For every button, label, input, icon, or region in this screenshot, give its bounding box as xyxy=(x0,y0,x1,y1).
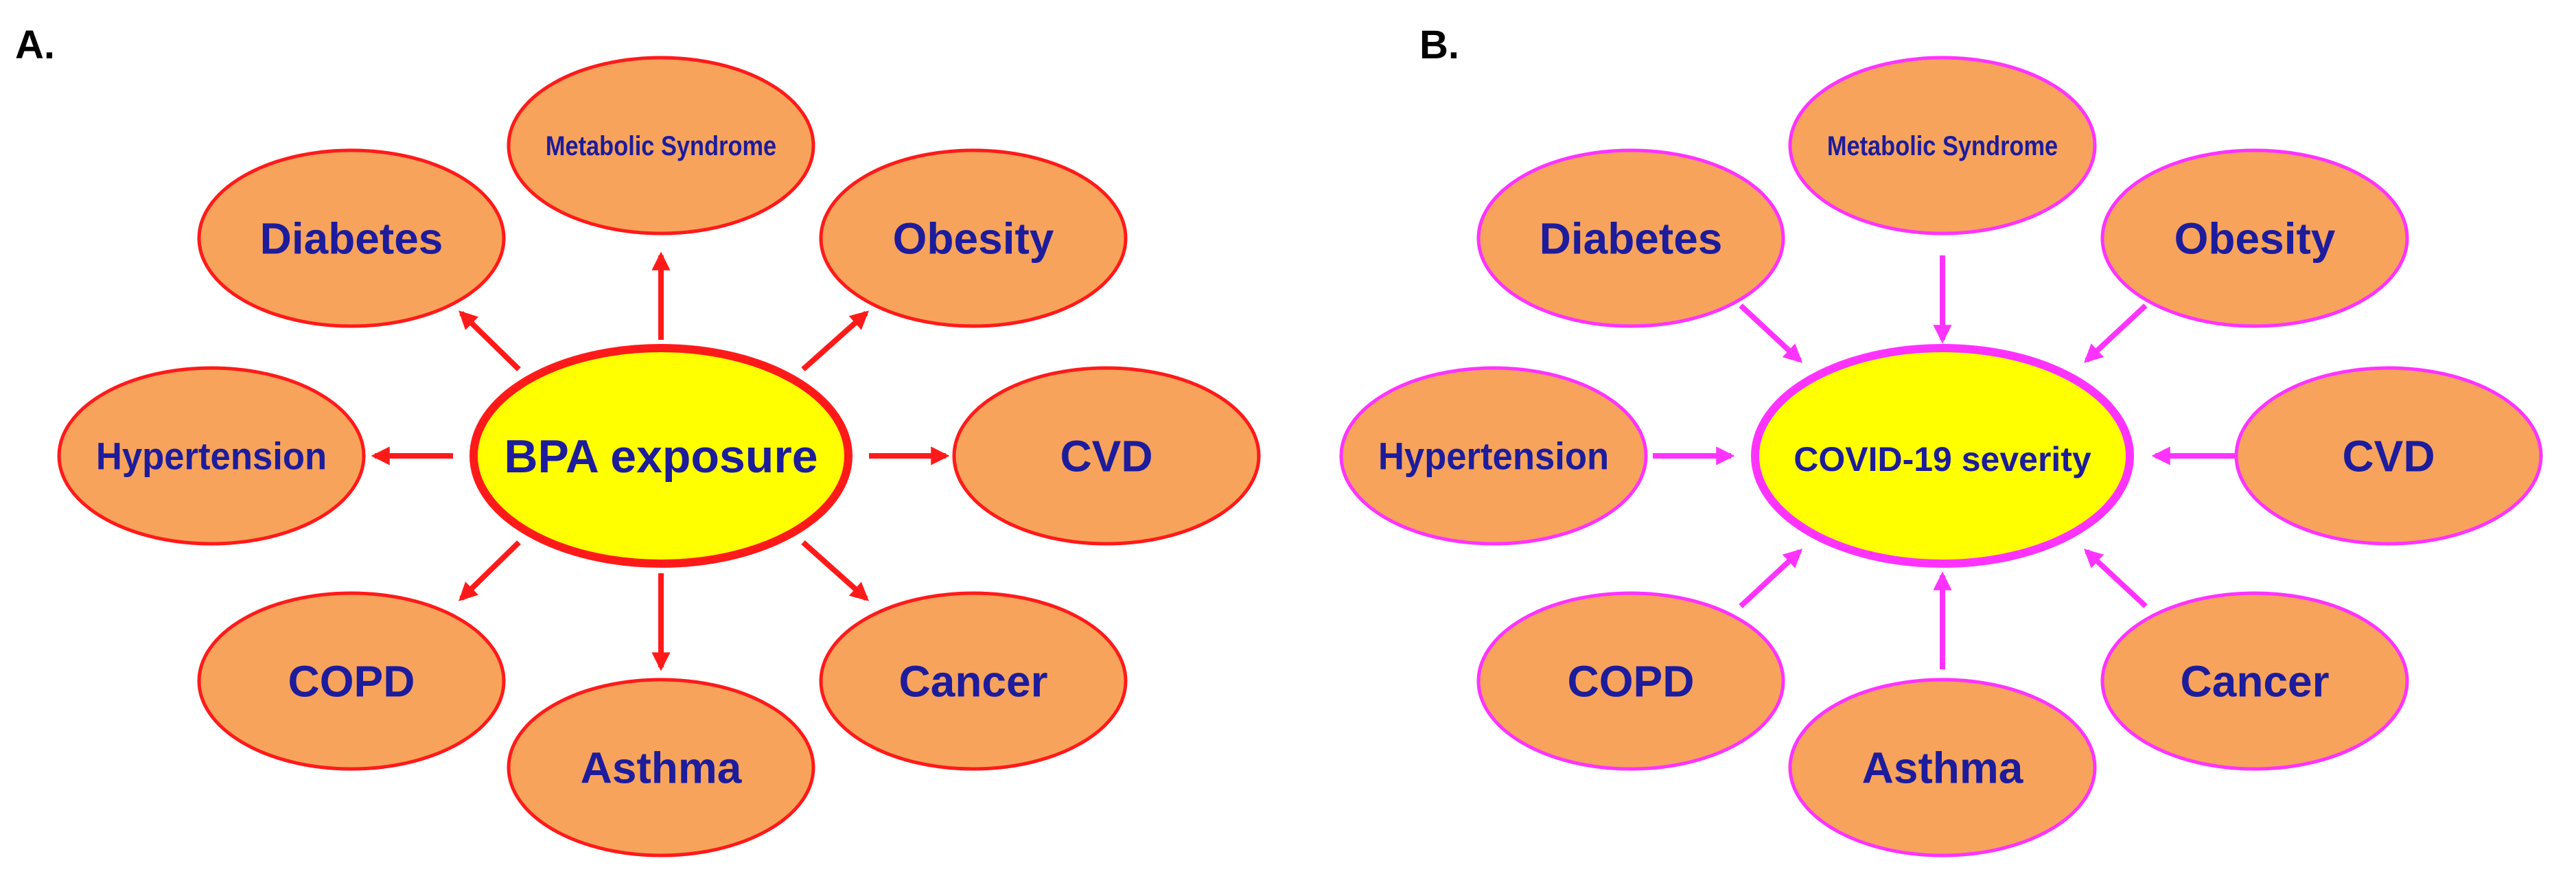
center-ellipse xyxy=(469,344,852,568)
node-label: Asthma xyxy=(1862,743,2023,792)
panel-b-label: B. xyxy=(1419,23,1459,67)
arrow-outward-6 xyxy=(459,540,521,601)
node-obesity: Obesity xyxy=(2100,148,2409,328)
arrow-inward-6 xyxy=(1739,549,1802,608)
node-ellipse xyxy=(2100,148,2409,328)
node-copd: COPD xyxy=(197,591,506,771)
node-hypertension: Hypertension xyxy=(1339,366,1648,546)
node-label: CVD xyxy=(1060,431,1152,481)
node-label: COPD xyxy=(1568,656,1695,706)
arrow-outward-4 xyxy=(801,540,870,601)
node-ellipse xyxy=(1339,366,1648,546)
node-obesity: Obesity xyxy=(819,148,1128,328)
node-ellipse xyxy=(1476,591,1785,771)
arrow-inward-4 xyxy=(2084,549,2148,608)
node-label: Diabetes xyxy=(1540,214,1723,263)
node-diabetes: Diabetes xyxy=(1476,148,1785,328)
node-label: Obesity xyxy=(893,214,1054,263)
node-metabolic-syndrome: Metabolic Syndrome xyxy=(507,56,815,235)
node-label: Obesity xyxy=(2174,214,2336,263)
node-label: Metabolic Syndrome xyxy=(1827,130,2058,161)
node-ellipse xyxy=(819,148,1128,328)
node-ellipse xyxy=(1476,148,1785,328)
panel-a-center: BPA exposure xyxy=(469,344,852,568)
node-ellipse xyxy=(57,366,366,546)
panel-b-arrows xyxy=(1653,255,2236,669)
arrow-outward-2 xyxy=(801,310,870,371)
node-label: Hypertension xyxy=(96,435,327,478)
node-label: COPD xyxy=(288,656,415,706)
panel-a-label: A. xyxy=(15,23,55,67)
node-hypertension: Hypertension xyxy=(57,366,366,546)
node-ellipse xyxy=(197,591,506,771)
node-ellipse xyxy=(1788,56,2097,235)
node-ellipse xyxy=(819,591,1128,771)
node-ellipse xyxy=(507,678,815,857)
node-label: CVD xyxy=(2342,431,2435,481)
node-cvd: CVD xyxy=(2234,366,2543,546)
node-asthma: Asthma xyxy=(507,678,815,857)
node-ellipse xyxy=(2234,366,2543,546)
arrow-outward-8 xyxy=(459,310,521,371)
node-copd: COPD xyxy=(1476,591,1785,771)
node-asthma: Asthma xyxy=(1788,678,2097,857)
center-label: BPA exposure xyxy=(504,430,817,483)
arrow-inward-2 xyxy=(2084,303,2148,363)
node-cvd: CVD xyxy=(952,366,1261,546)
node-label: Cancer xyxy=(899,656,1048,706)
node-label: Cancer xyxy=(2181,656,2330,706)
node-cancer: Cancer xyxy=(819,591,1128,771)
panel-a-arrows xyxy=(371,251,950,671)
node-ellipse xyxy=(1788,678,2097,857)
node-label: Asthma xyxy=(581,743,742,792)
node-ellipse xyxy=(2100,591,2409,771)
node-label: Hypertension xyxy=(1378,435,1609,478)
node-ellipse xyxy=(507,56,815,235)
node-cancer: Cancer xyxy=(2100,591,2409,771)
node-ellipse xyxy=(952,366,1261,546)
node-label: Metabolic Syndrome xyxy=(546,130,776,161)
center-ellipse xyxy=(1751,344,2134,568)
arrow-inward-8 xyxy=(1739,303,1802,363)
node-ellipse xyxy=(197,148,506,328)
node-diabetes: Diabetes xyxy=(197,148,506,328)
node-metabolic-syndrome: Metabolic Syndrome xyxy=(1788,56,2097,235)
panel-b-center: COVID-19 severity xyxy=(1751,344,2134,568)
node-label: Diabetes xyxy=(260,214,443,263)
center-label: COVID-19 severity xyxy=(1794,440,2091,479)
